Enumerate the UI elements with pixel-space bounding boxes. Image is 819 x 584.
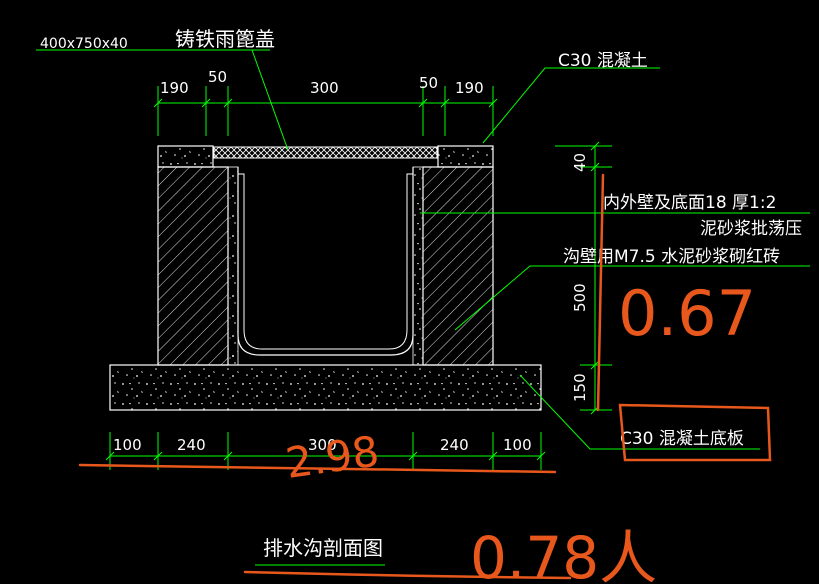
top-dim-3: 300: [310, 79, 339, 97]
bottom-dim-1: 100: [113, 436, 142, 454]
side-dim-3: 150: [571, 373, 589, 402]
bottom-dim-4: 240: [440, 436, 469, 454]
plaster-label-2: 泥砂浆批荡压: [700, 219, 802, 239]
grate-seat: [212, 146, 439, 168]
right-wall: [412, 166, 494, 366]
side-dim-1: 40: [571, 153, 589, 172]
top-dim-1: 190: [160, 79, 189, 97]
handwriting-c: 0.78人: [470, 524, 657, 584]
concrete-label: C30 混凝土: [558, 51, 648, 71]
left-cap: [157, 145, 214, 168]
handwriting-b: 2.98: [283, 426, 382, 488]
handwriting-marks: [78, 173, 772, 580]
top-dimension-chain: [153, 86, 498, 136]
top-dim-5: 190: [455, 79, 484, 97]
handwriting-a: 0.67: [618, 277, 756, 350]
leader-lines: [36, 49, 810, 566]
side-dim-2: 500: [571, 283, 589, 312]
top-dim-4: 50: [419, 74, 438, 92]
plaster-label-1: 内外壁及底面18 厚1:2: [603, 193, 776, 213]
bottom-dim-2: 240: [177, 436, 206, 454]
channel-interior: [237, 167, 414, 356]
bottom-dim-3: 300: [308, 436, 337, 454]
side-dimension-chain: [555, 141, 612, 415]
left-wall: [157, 166, 239, 366]
base-slab: [109, 364, 542, 411]
drawing-title: 排水沟剖面图: [263, 536, 383, 560]
grate-size-label: 400x750x40: [40, 36, 128, 52]
grate-name-label: 铸铁雨篦盖: [175, 27, 275, 51]
bottom-dim-5: 100: [503, 436, 532, 454]
top-dim-2: 50: [208, 68, 227, 86]
wall-label: 沟壁用M7.5 水泥砂浆砌红砖: [563, 247, 780, 267]
grate-cover: [213, 146, 438, 159]
right-cap: [437, 145, 494, 168]
base-label: C30 混凝土底板: [620, 429, 744, 449]
bottom-dimension-chain: [105, 432, 546, 470]
